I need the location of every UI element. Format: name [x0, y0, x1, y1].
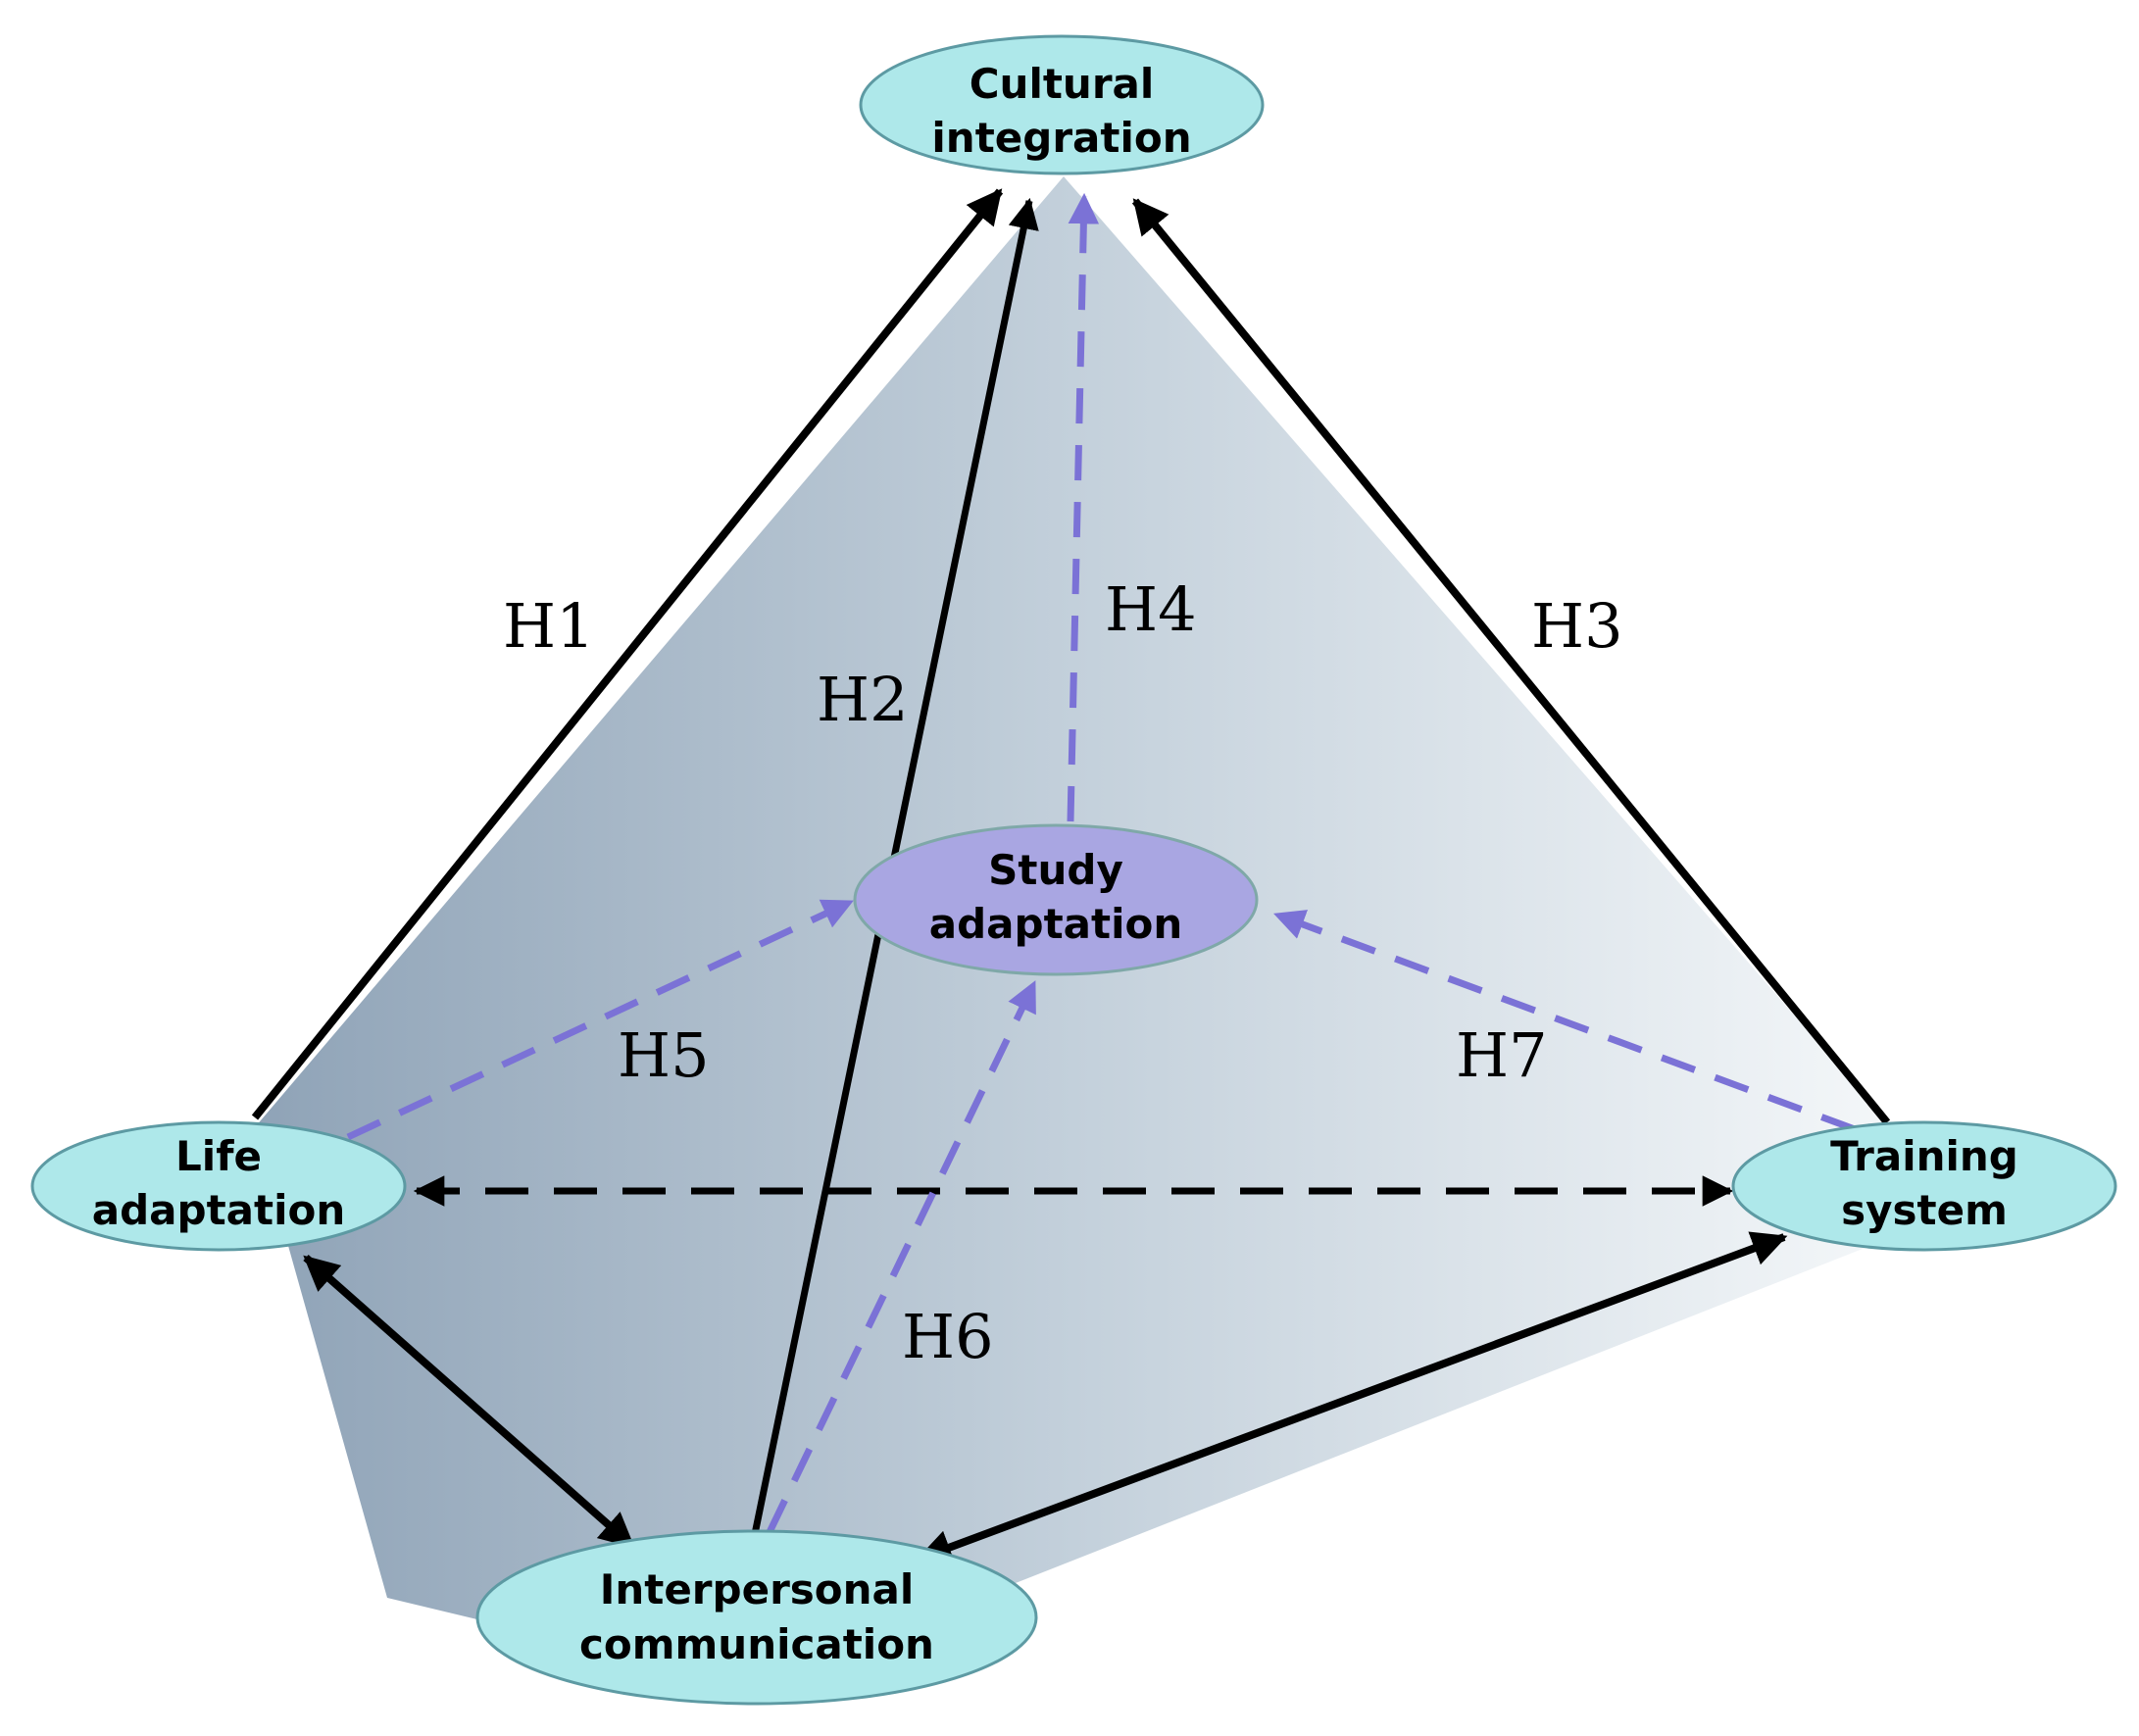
node-cultural-integration: Cultural integration	[859, 34, 1265, 175]
node-label-line1: Cultural	[970, 60, 1155, 108]
node-ellipse	[859, 34, 1265, 175]
label-h2: H2	[817, 664, 909, 735]
node-ellipse	[475, 1529, 1038, 1706]
node-life-adaptation: Life adaptation	[30, 1120, 407, 1252]
node-label-line1: Training	[1830, 1132, 2018, 1180]
edge-h1	[251, 188, 1004, 1120]
node-label-line2: adaptation	[929, 900, 1182, 948]
node-label-line2: integration	[931, 114, 1191, 162]
node-label-line2: system	[1841, 1186, 2008, 1234]
node-label-line1: Interpersonal	[600, 1565, 915, 1613]
node-training-system: Training system	[1731, 1120, 2117, 1252]
node-study-adaptation: Study adaptation	[853, 823, 1259, 976]
edge-h6	[766, 980, 1038, 1534]
node-label-line1: Study	[988, 846, 1123, 894]
node-ellipse	[1731, 1120, 2117, 1252]
node-ellipse	[853, 823, 1259, 976]
node-label-line2: adaptation	[92, 1186, 345, 1234]
label-h5: H5	[618, 1019, 710, 1091]
label-h6: H6	[902, 1301, 994, 1372]
label-h1: H1	[503, 590, 595, 662]
node-label-line1: Life	[175, 1132, 262, 1180]
node-ellipse	[30, 1120, 407, 1252]
label-h7: H7	[1456, 1019, 1548, 1091]
edge-training-interpersonal	[916, 1231, 1788, 1564]
label-h3: H3	[1531, 590, 1623, 662]
edge-h3	[1131, 198, 1891, 1125]
edge-life-interpersonal	[303, 1255, 635, 1549]
edge-h7	[1273, 910, 1857, 1133]
node-interpersonal-communication: Interpersonal communication	[475, 1529, 1038, 1706]
label-h4: H4	[1105, 573, 1197, 645]
edge-h4	[1067, 192, 1100, 822]
edge-h5	[346, 898, 854, 1141]
node-label-line2: communication	[579, 1620, 934, 1668]
